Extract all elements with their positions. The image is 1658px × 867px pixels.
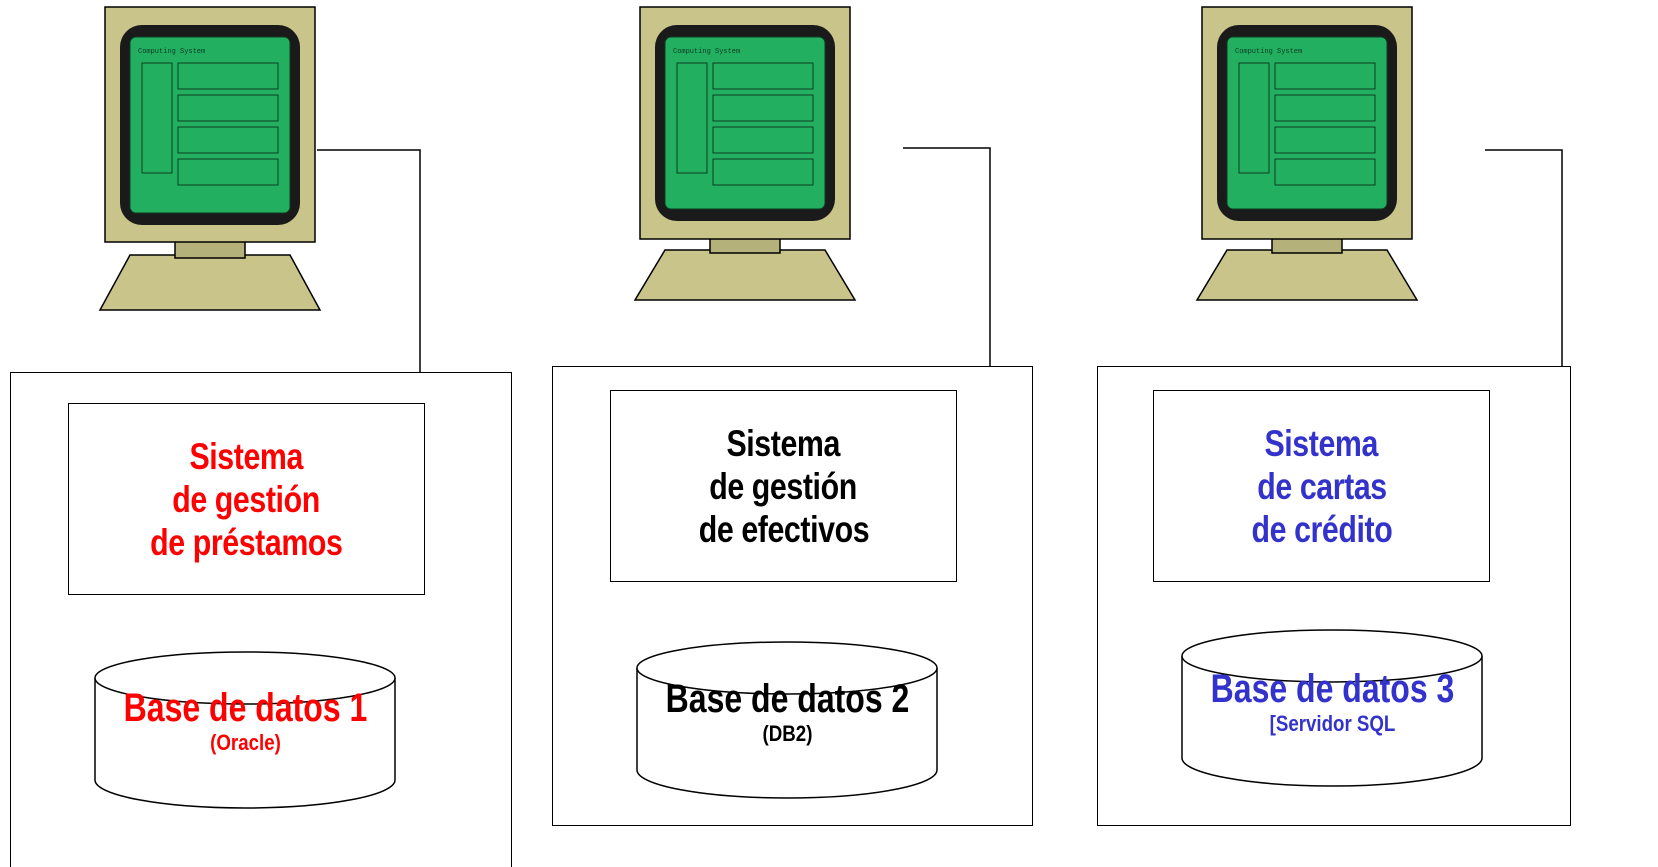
app-line-1: Sistema <box>726 422 841 464</box>
svg-text:Computing System: Computing System <box>1235 48 1302 56</box>
db-name: Base de datos 1 <box>123 686 368 730</box>
computer-terminal-icon: Computing System <box>98 6 322 311</box>
app-line-2: de gestión <box>172 478 321 520</box>
db-label-1: Base de datos 1 (Oracle) <box>93 686 398 756</box>
screen-text: Computing System <box>138 48 205 56</box>
computer-terminal-icon: Computing System <box>633 6 857 301</box>
app-line-1: Sistema <box>189 435 304 477</box>
computer-terminal-icon: Computing System <box>1195 6 1419 301</box>
svg-text:Computing System: Computing System <box>673 48 740 56</box>
app-box-1: Sistema de gestión de préstamos <box>68 403 425 595</box>
app-line-2: de cartas <box>1256 465 1387 507</box>
db-engine: (DB2) <box>762 721 813 746</box>
terminal-connector-3 <box>1485 149 1563 366</box>
app-line-3: de efectivos <box>698 508 869 550</box>
db-name: Base de datos 3 <box>1210 667 1455 711</box>
app-line-3: de crédito <box>1251 508 1392 550</box>
db-engine: [Servidor SQL <box>1269 711 1396 736</box>
db-label-2: Base de datos 2 (DB2) <box>635 677 940 747</box>
db-label-3: Base de datos 3 [Servidor SQL <box>1180 667 1485 737</box>
app-box-2: Sistema de gestión de efectivos <box>610 390 957 582</box>
terminal-connector-2 <box>903 147 991 366</box>
app-line-2: de gestión <box>709 465 858 507</box>
db-name: Base de datos 2 <box>665 677 910 721</box>
terminal-connector-1 <box>317 149 421 372</box>
app-box-3: Sistema de cartas de crédito <box>1153 390 1490 582</box>
app-line-1: Sistema <box>1264 422 1379 464</box>
db-engine: (Oracle) <box>210 730 281 755</box>
database-cylinder-icon <box>94 651 396 809</box>
database-cylinder-icon <box>1181 629 1483 787</box>
app-line-3: de préstamos <box>150 521 343 563</box>
database-cylinder-icon <box>636 641 938 799</box>
